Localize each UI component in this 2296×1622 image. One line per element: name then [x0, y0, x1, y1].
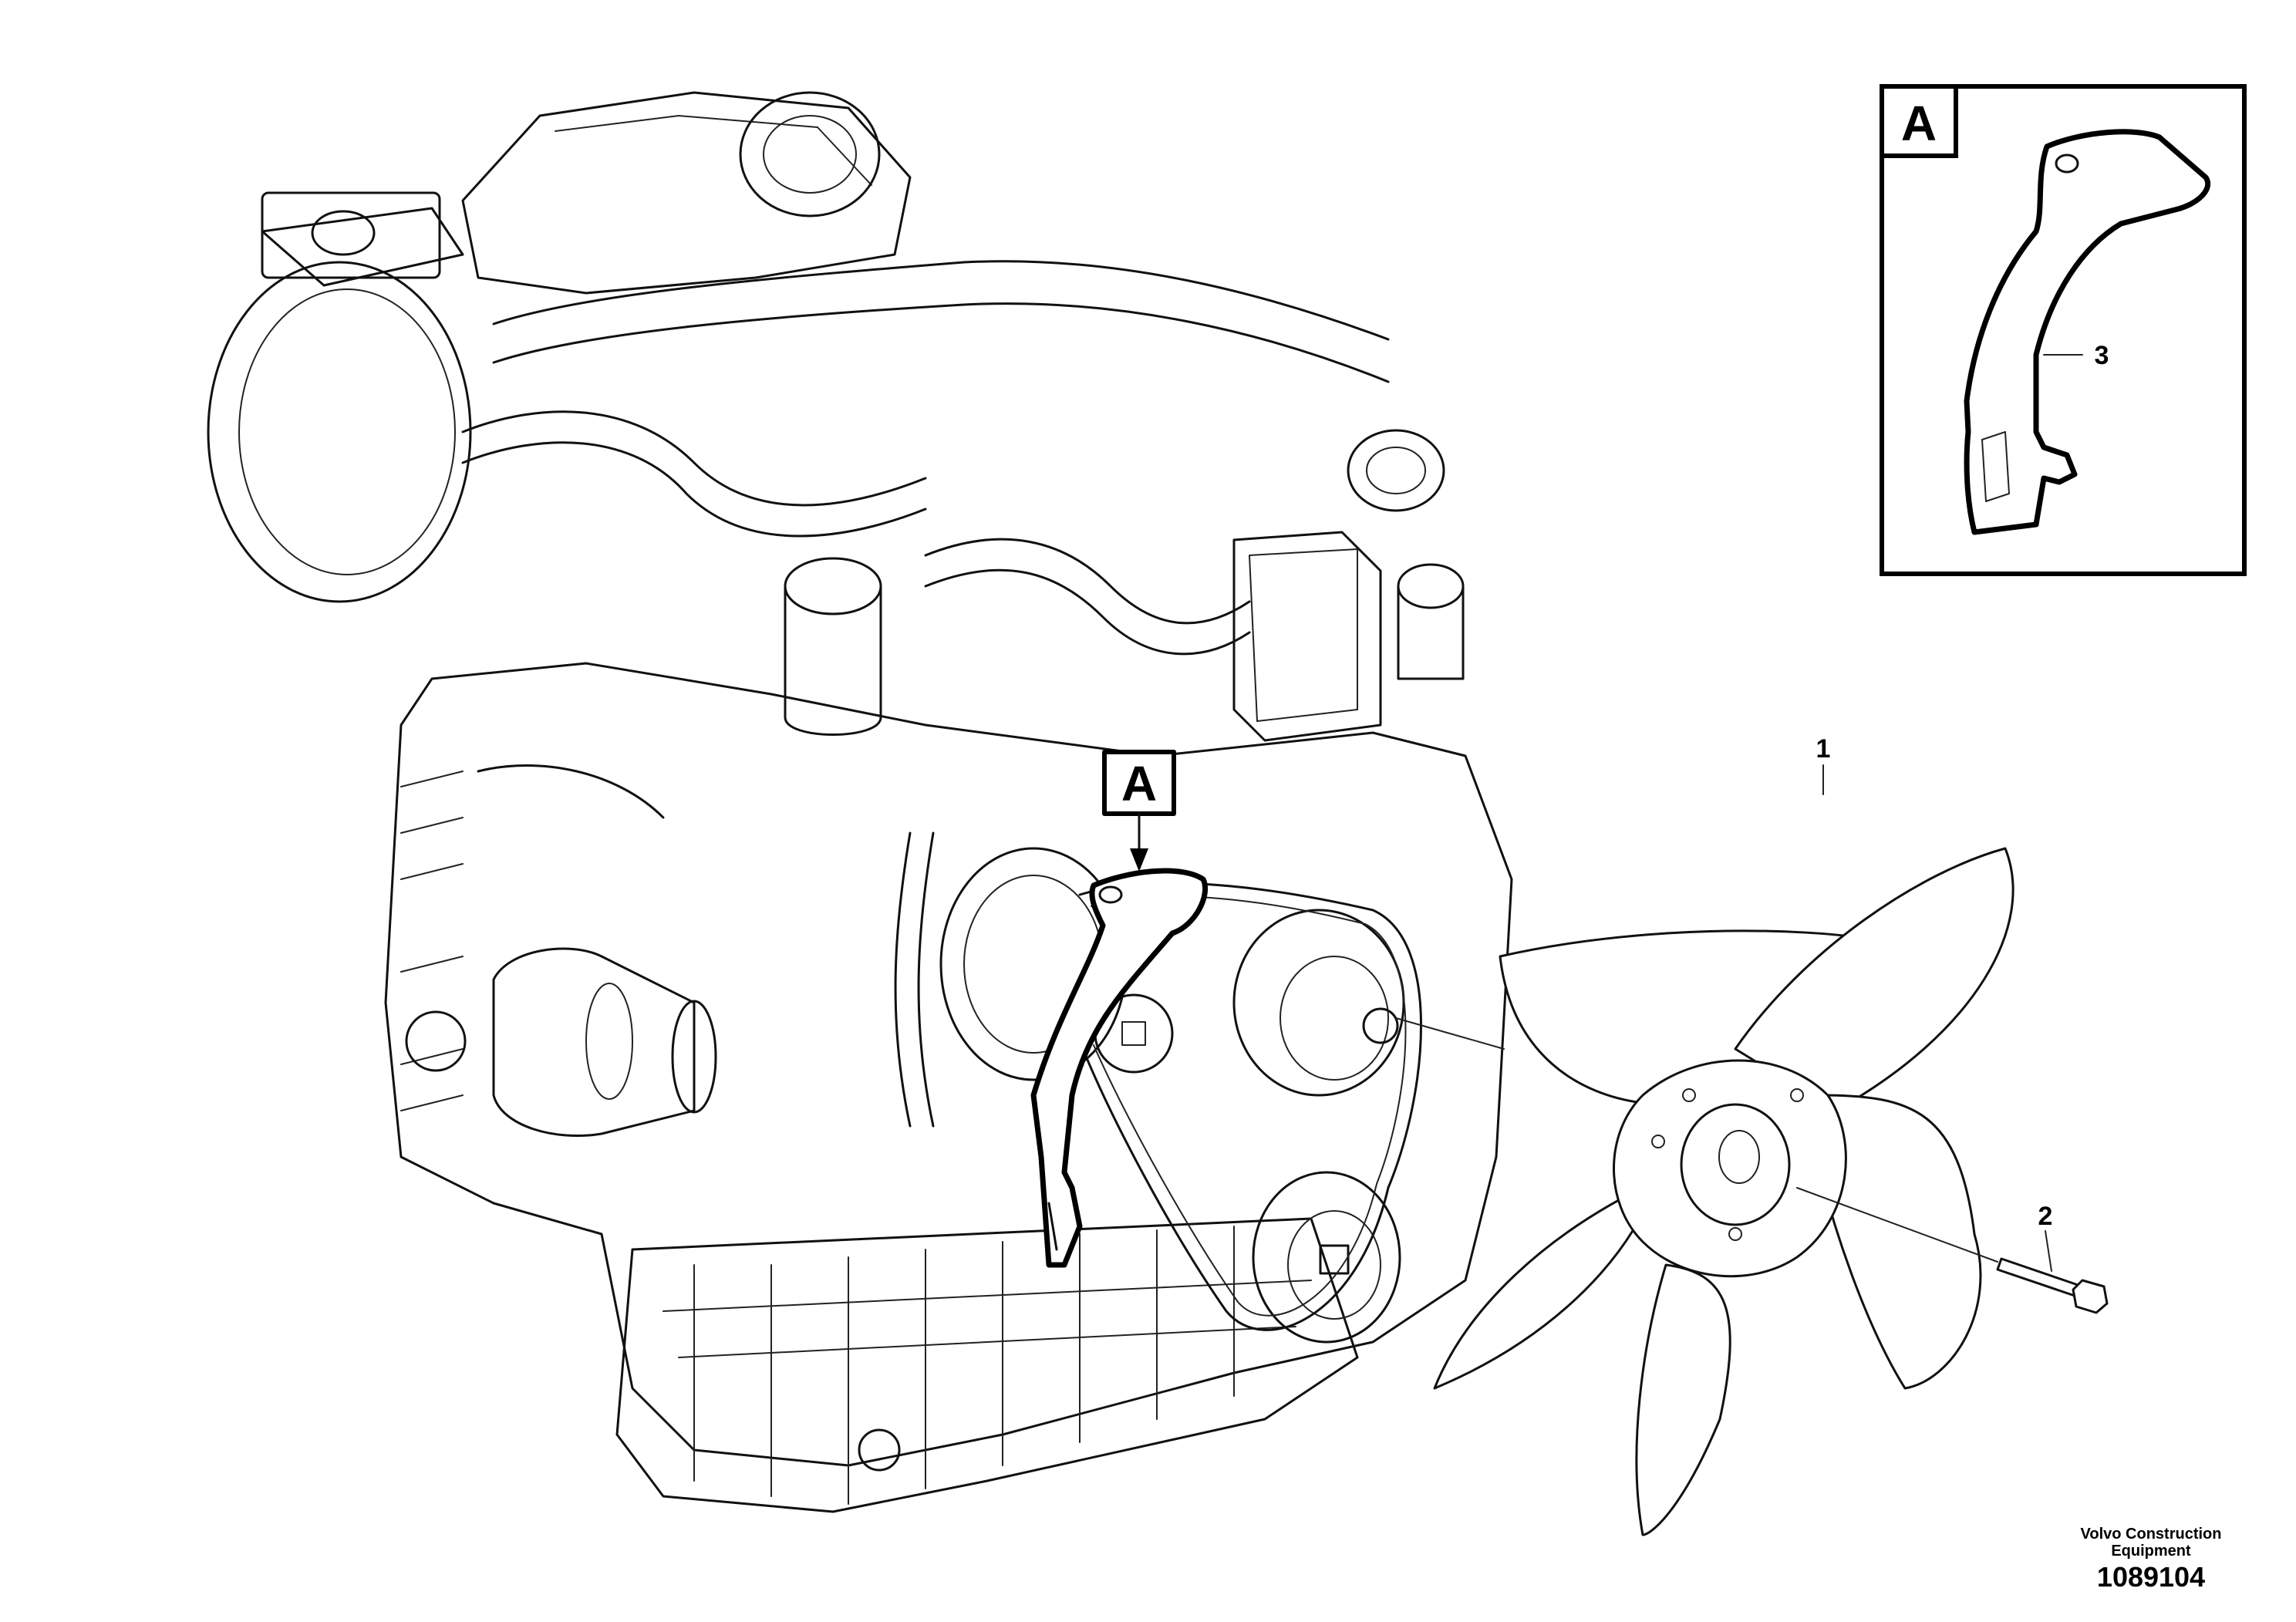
detail-inset-a: A 3 [1880, 84, 2247, 576]
engine-assembly [207, 91, 1513, 1513]
detail-tag-a-main-label: A [1121, 756, 1157, 811]
publisher-name-line2: Equipment [2111, 1543, 2191, 1560]
fan-bolt [1796, 1187, 2109, 1314]
drawing-number: 1089104 [2096, 1561, 2206, 1593]
publisher-name: Volvo Construction [2080, 1526, 2222, 1543]
cooling-fan [1395, 847, 2014, 1536]
detail-tag-a-inset-label: A [1901, 96, 1937, 151]
callout-1-label: 1 [1816, 734, 1831, 764]
callout-2: 2 [2038, 1202, 2053, 1272]
callout-3-label: 3 [2095, 341, 2109, 370]
callout-1: 1 [1816, 734, 1831, 795]
callout-2-label: 2 [2038, 1202, 2053, 1231]
detail-tag-a-main: A [1102, 750, 1176, 872]
